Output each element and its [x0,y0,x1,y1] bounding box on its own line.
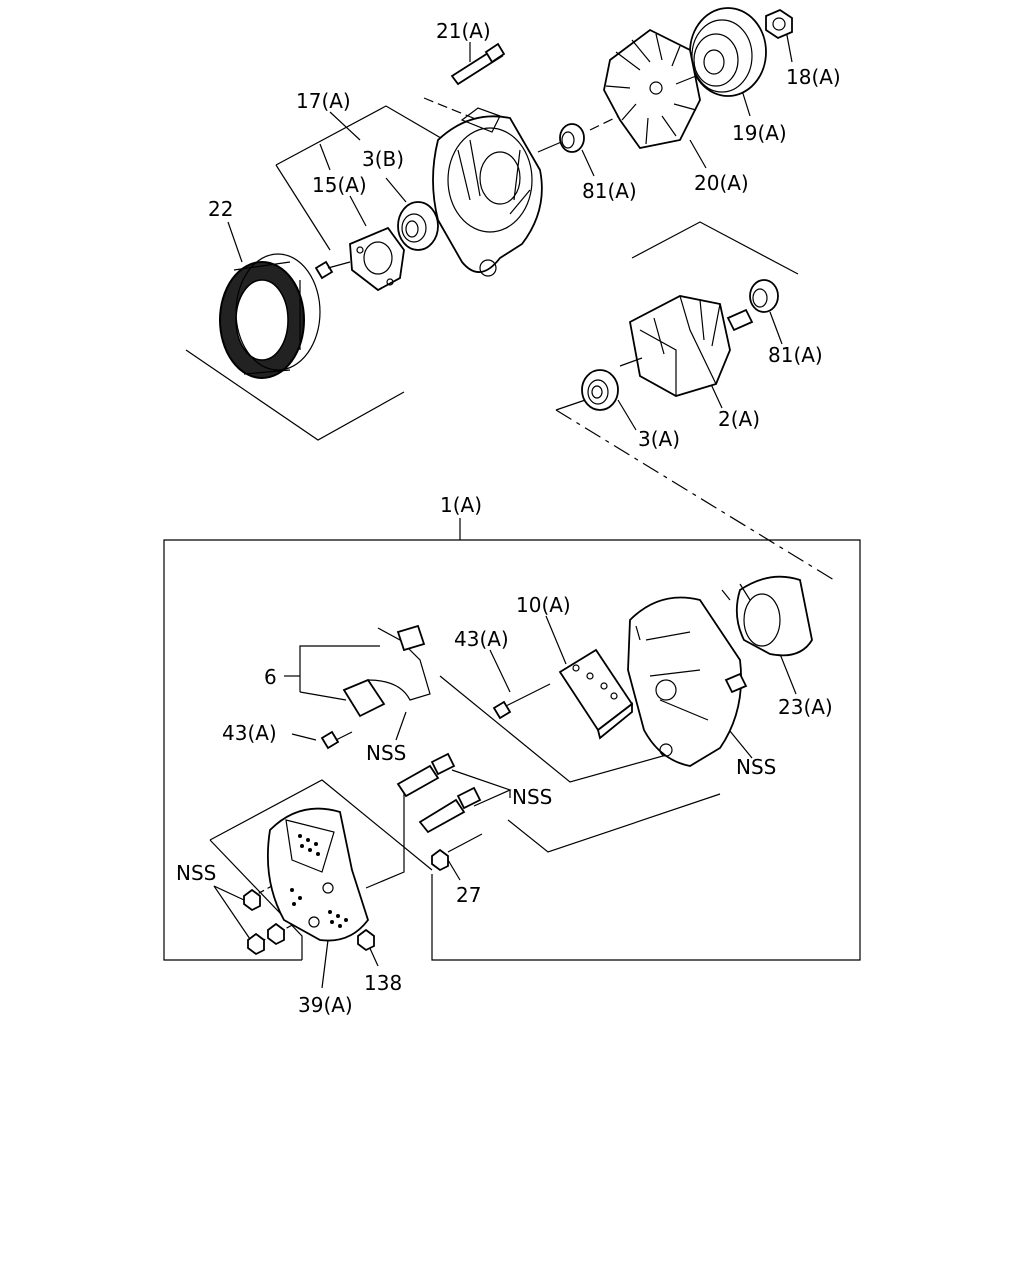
label-43a-top: 43(A) [454,627,509,651]
label-81a-mid: 81(A) [768,343,823,367]
label-18a: 18(A) [786,65,841,89]
brush-holder [342,624,431,718]
rectifier-nut-138 [357,928,375,952]
label-21a: 21(A) [436,19,491,43]
rectifier [267,807,369,942]
regulator-screw [492,683,551,720]
front-bearing [397,201,439,251]
retainer-screw [314,260,351,280]
rectifier-nuts [243,888,285,956]
rear-cover [721,575,813,657]
label-3a: 3(A) [638,427,680,451]
label-138: 138 [364,971,402,995]
label-43a-left: 43(A) [222,721,277,745]
label-20a: 20(A) [694,171,749,195]
label-2a: 2(A) [718,407,760,431]
label-27: 27 [456,883,481,907]
label-23a: 23(A) [778,695,833,719]
rear-housing [627,596,748,767]
part-labels: 21(A) 18(A) 17(A) 3(B) 19(A) 15(A) 22 81… [176,19,841,1017]
rear-bearing [581,369,619,411]
brush-holder-screw [320,730,353,750]
label-6: 6 [264,665,277,689]
label-1a: 1(A) [440,493,482,517]
stator [219,253,321,379]
pulley-nut [765,8,793,40]
label-3b: 3(B) [362,147,404,171]
label-10a: 10(A) [516,593,571,617]
terminal-nut [431,848,449,872]
cooling-fan [603,28,701,149]
bearing-spacer-mid [749,279,779,313]
bearing-spacer-top [559,123,585,153]
rotor [619,295,754,397]
pulley [689,7,767,97]
label-22: 22 [208,197,233,221]
leader-lines [163,29,861,989]
voltage-regulator [558,648,634,740]
label-81a-top: 81(A) [582,179,637,203]
label-nss-brush: NSS [366,741,406,765]
label-nss-nuts: NSS [176,861,216,885]
through-bolt [450,42,506,86]
label-19a: 19(A) [732,121,787,145]
label-nss-studs: NSS [512,785,552,809]
bearing-retainer [349,226,405,292]
label-nss-housing: NSS [736,755,776,779]
terminal-studs [396,752,483,853]
label-15a: 15(A) [312,173,367,197]
label-17a: 17(A) [296,89,351,113]
front-housing [432,107,543,277]
label-39a: 39(A) [298,993,353,1017]
